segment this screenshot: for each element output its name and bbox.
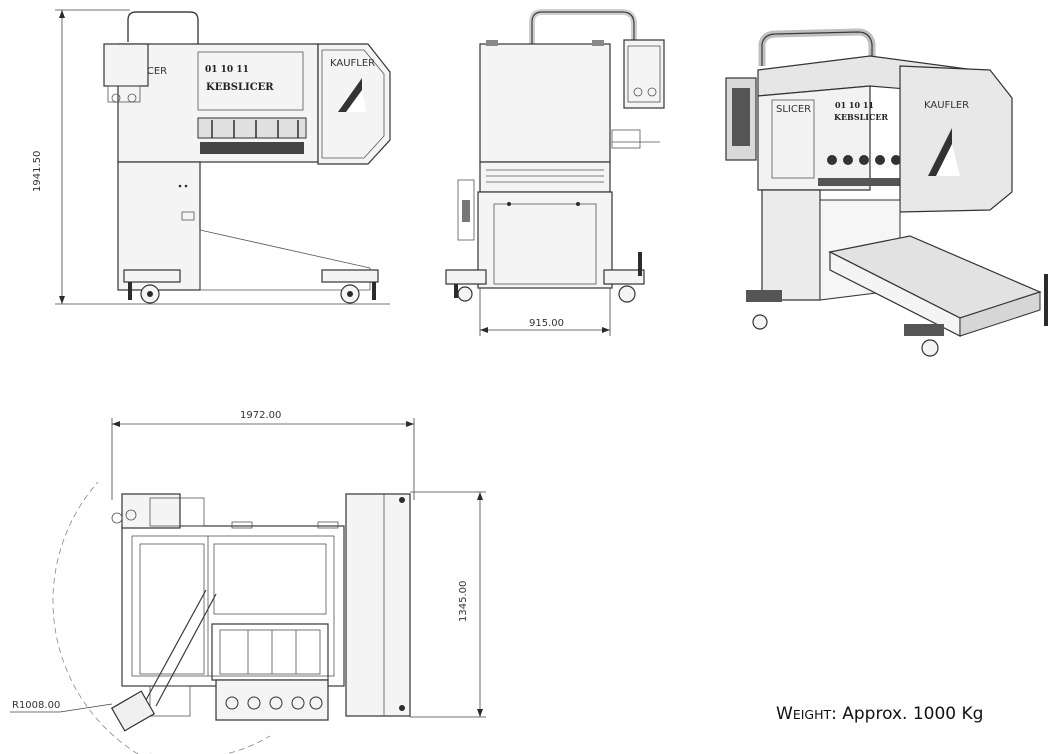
width-dimension-label: 1345.00 [458,581,469,622]
iso-base-cabinet [761,189,821,301]
iso-brand-name: KAUFLER [924,100,969,111]
iso-logo-secondary: SLICER [776,104,811,115]
control-box [103,43,149,87]
iso-logo-text: KEBSLICER [834,112,888,122]
height-dimension-label: 1941.50 [32,151,43,192]
length-dimension-label: 1972.00 [240,410,281,421]
base-cabinet [117,161,201,291]
logo-digits: 01 10 11 [205,65,249,75]
weight-value: : Approx. 1000 Kg [831,704,984,724]
front-elevation-view: 915.00 [445,9,665,336]
front-width-dimension-label: 915.00 [529,318,564,329]
side-brand-name: KAUFLER [330,58,375,69]
front-control-box [623,39,665,109]
plan-frame [121,525,345,687]
top-plan-view: 1972.00 1345.00 [10,410,486,754]
plan-hood [345,493,411,717]
isometric-view: SLICER 01 10 11 KEBSLICER KAUFLER [725,28,1048,357]
radius-dimension-label: R1008.00 [12,700,60,711]
weight-note: WEIGHT: Approx. 1000 Kg [776,704,983,724]
side-logo-secondary: SLICER [132,66,167,77]
control-arm [110,589,217,732]
side-logo-text: KEBSLICER [206,82,274,93]
front-base [477,191,613,289]
iso-hood [899,65,1013,213]
side-elevation-view: 1941.50 01 10 11 KEBSLICER SLICER KAUFLE… [32,9,391,305]
swing-radius-arc [52,481,139,754]
weight-label-rest: EIGHT [792,707,832,722]
iso-logo-digits: 01 10 11 [835,100,874,110]
weight-label-initial: W [776,704,793,724]
front-head [479,43,611,163]
